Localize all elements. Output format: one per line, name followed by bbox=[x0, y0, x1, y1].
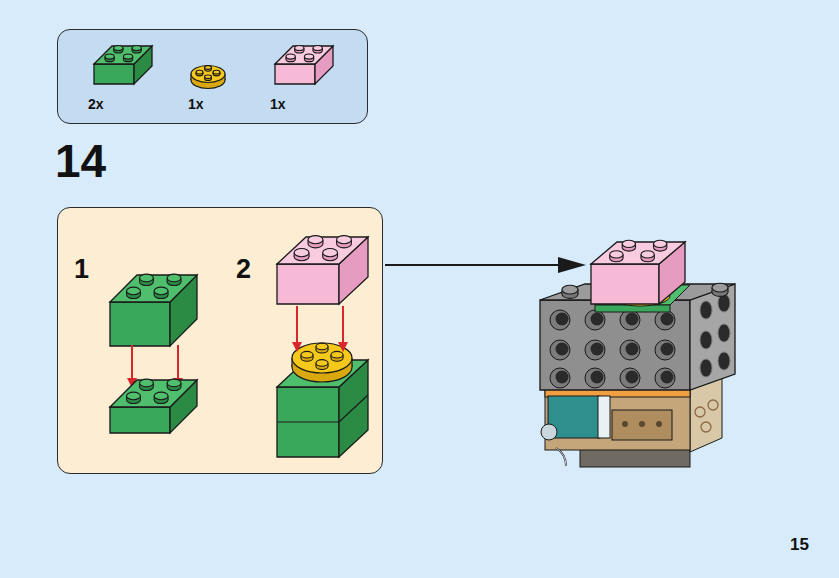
pointer-arrow bbox=[385, 257, 586, 273]
part-quantity: 2x bbox=[88, 97, 104, 111]
assembly-arrow bbox=[292, 306, 302, 352]
model-figure bbox=[540, 283, 735, 467]
green-brick bbox=[110, 379, 197, 433]
part-quantity: 1x bbox=[270, 97, 286, 111]
yellow-round-plate bbox=[191, 66, 225, 89]
brick-seam bbox=[277, 421, 339, 422]
part-quantity: 1x bbox=[188, 97, 204, 111]
step-number: 14 bbox=[55, 138, 106, 184]
pink-brick bbox=[591, 240, 685, 304]
pink-brick bbox=[275, 45, 333, 84]
assembly-arrow bbox=[338, 306, 348, 352]
page-number: 15 bbox=[790, 536, 809, 553]
green-brick bbox=[110, 274, 197, 346]
brick-seam bbox=[339, 395, 368, 422]
yellow-round-plate bbox=[292, 343, 352, 382]
substep-number: 1 bbox=[74, 256, 89, 283]
pink-brick bbox=[277, 236, 368, 304]
green-brick bbox=[94, 45, 152, 84]
substep-number: 2 bbox=[236, 256, 251, 283]
